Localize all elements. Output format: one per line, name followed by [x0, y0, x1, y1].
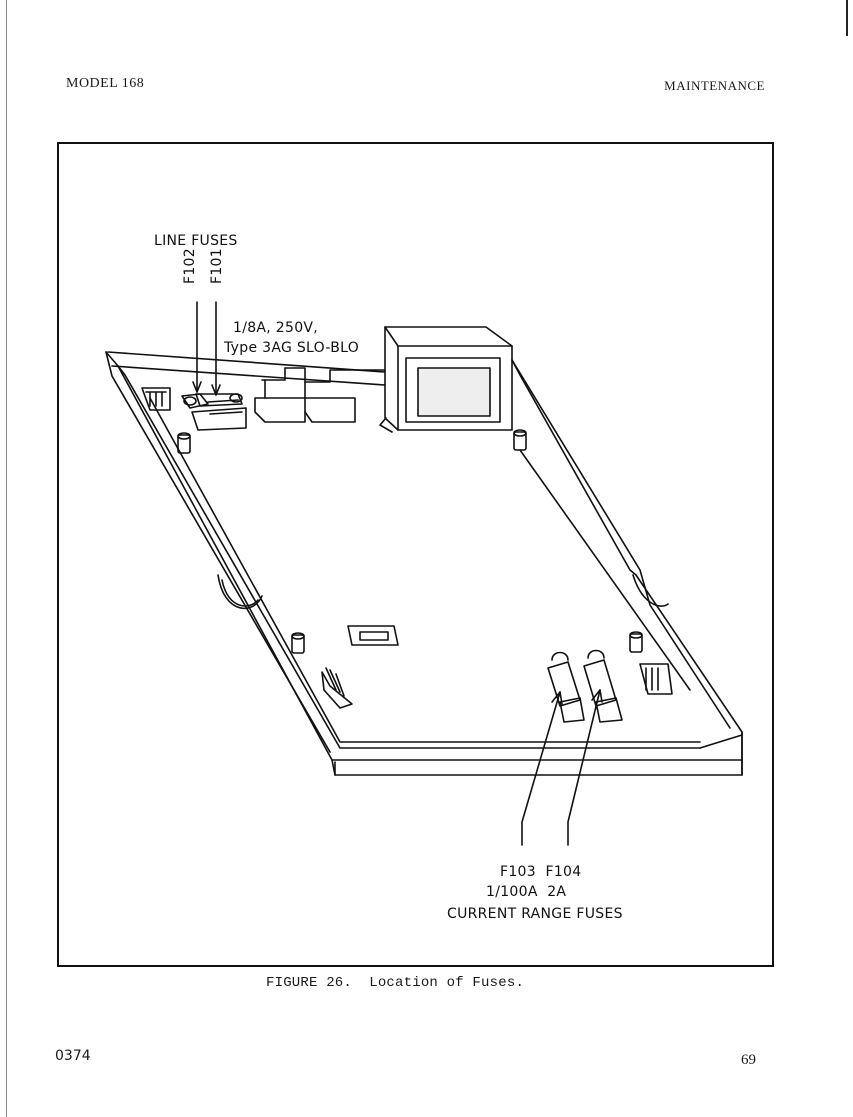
lower-left-connector: [322, 668, 352, 708]
range-fuse-ratings: 1/100A 2A: [486, 884, 566, 900]
mounting-standoffs: [178, 430, 642, 653]
range-fuse-ids: F103 F104: [500, 864, 581, 880]
line-fuse-rating: 1/8A, 250V,: [233, 320, 318, 336]
center-component: [348, 626, 398, 645]
line-fuse-leaders: [193, 302, 220, 395]
line-fuses-label: LINE FUSES: [154, 233, 238, 249]
document-number: 0374: [55, 1048, 91, 1064]
figure-caption: FIGURE 26. Location of Fuses.: [266, 975, 524, 991]
current-range-fuse-holders: [548, 651, 622, 723]
range-fuses-label: CURRENT RANGE FUSES: [447, 906, 623, 922]
fuse-f101-label: F101: [209, 248, 225, 284]
power-transformer: [380, 327, 512, 432]
fuse-f102-label: F102: [182, 248, 198, 284]
line-fuse-type: Type 3AG SLO-BLO: [224, 340, 359, 356]
page-number: 69: [741, 1052, 756, 1069]
circuit-board: [150, 398, 700, 742]
lower-right-connector: [640, 664, 672, 694]
